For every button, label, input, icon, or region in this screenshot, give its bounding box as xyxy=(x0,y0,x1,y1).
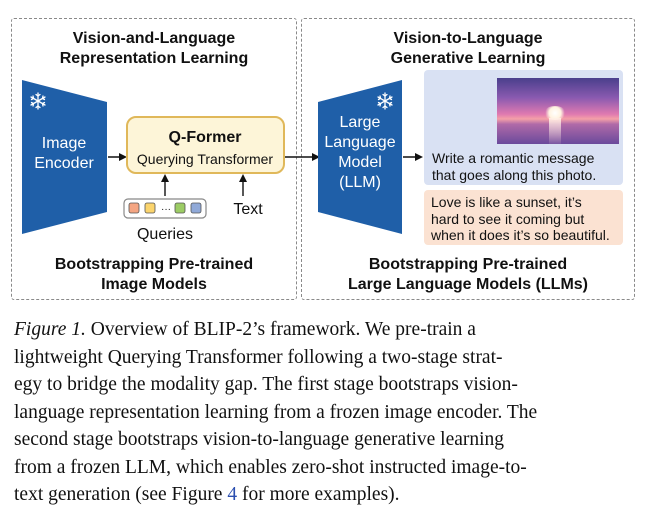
query-token xyxy=(190,202,202,214)
queries-container xyxy=(123,198,207,219)
sunset-photo xyxy=(497,78,619,144)
answer-line1: Love is like a sunset, it’s xyxy=(431,194,582,210)
caption-line7-post: for more examples). xyxy=(237,484,400,505)
figure-reference-link[interactable]: 4 xyxy=(227,484,238,505)
query-token xyxy=(144,202,156,214)
figure-caption: Figure 1. Overview of BLIP-2’s framework… xyxy=(14,316,634,509)
answer-line2: hard to see it coming but xyxy=(431,210,585,227)
prompt-line2: that goes along this photo. xyxy=(432,167,597,183)
answer-text: Love is like a sunset, it’s hard to see … xyxy=(431,194,623,244)
qformer-title: Q-Former xyxy=(169,129,242,146)
prompt-line1: Write a romantic message xyxy=(432,150,595,166)
caption-line7: text generation (see Figure 4 for more e… xyxy=(14,481,634,509)
generative-learning-panel xyxy=(301,18,635,300)
llm-block xyxy=(318,80,402,234)
llm-label-line4: (LLM) xyxy=(339,174,381,191)
queries-label: Queries xyxy=(137,226,193,243)
left-title-line1: Vision-and-Language xyxy=(72,30,236,47)
qformer-subtitle: Querying Transformer xyxy=(137,151,273,167)
caption-line5: second stage bootstraps vision-to-langua… xyxy=(14,429,505,450)
caption-line7-pre: text generation (see Figure xyxy=(14,484,228,505)
llm-label-line1: Large xyxy=(340,114,381,131)
left-panel-subtitle: Bootstrapping Pre-trained Image Models xyxy=(11,255,297,295)
representation-learning-panel xyxy=(11,18,297,300)
image-encoder-label-line1: Image xyxy=(42,135,87,152)
left-panel-title: Vision-and-Language Representation Learn… xyxy=(11,29,297,69)
left-bottom-line1: Bootstrapping Pre-trained xyxy=(54,256,254,273)
llm-label-line3: Model xyxy=(338,154,382,171)
left-title-line2: Representation Learning xyxy=(59,50,249,67)
right-title-line1: Vision-to-Language xyxy=(393,30,543,47)
query-token xyxy=(174,202,186,214)
sun-icon xyxy=(544,106,566,120)
sun-reflection xyxy=(549,118,561,144)
caption-line6: from a frozen LLM, which enables zero-sh… xyxy=(14,456,527,478)
answer-line3: when it does it’s so beautiful. xyxy=(431,227,610,243)
framework-diagram: Image Encoder Q-Former Querying Transfor… xyxy=(22,80,423,243)
text-label: Text xyxy=(233,201,263,218)
right-panel-subtitle: Bootstrapping Pre-trained Large Language… xyxy=(301,255,635,295)
answer-box xyxy=(424,190,623,245)
image-encoder-block xyxy=(22,80,107,234)
prompt-text: Write a romantic message that goes along… xyxy=(432,150,622,184)
caption-line2: lightweight Querying Transformer followi… xyxy=(14,346,503,368)
image-encoder-label-line2: Encoder xyxy=(34,155,94,172)
query-token xyxy=(128,202,140,214)
caption-label: Figure 1. xyxy=(14,319,86,340)
query-ellipsis: ··· xyxy=(161,204,171,215)
right-title-line2: Generative Learning xyxy=(390,50,546,67)
qformer-block xyxy=(126,116,285,174)
caption-line1-text: Overview of BLIP-2’s framework. We pre-t… xyxy=(90,319,476,340)
left-bottom-line2: Image Models xyxy=(101,276,207,293)
llm-label-line2: Language xyxy=(324,134,395,151)
caption-line4: language representation learning from a … xyxy=(14,401,538,423)
caption-line3: egy to bridge the modality gap. The firs… xyxy=(14,374,518,395)
caption-line1: Figure 1. Overview of BLIP-2’s framework… xyxy=(14,316,634,344)
right-bottom-line1: Bootstrapping Pre-trained xyxy=(368,256,568,273)
right-panel-title: Vision-to-Language Generative Learning xyxy=(301,29,635,69)
right-bottom-line2: Large Language Models (LLMs) xyxy=(347,276,588,293)
